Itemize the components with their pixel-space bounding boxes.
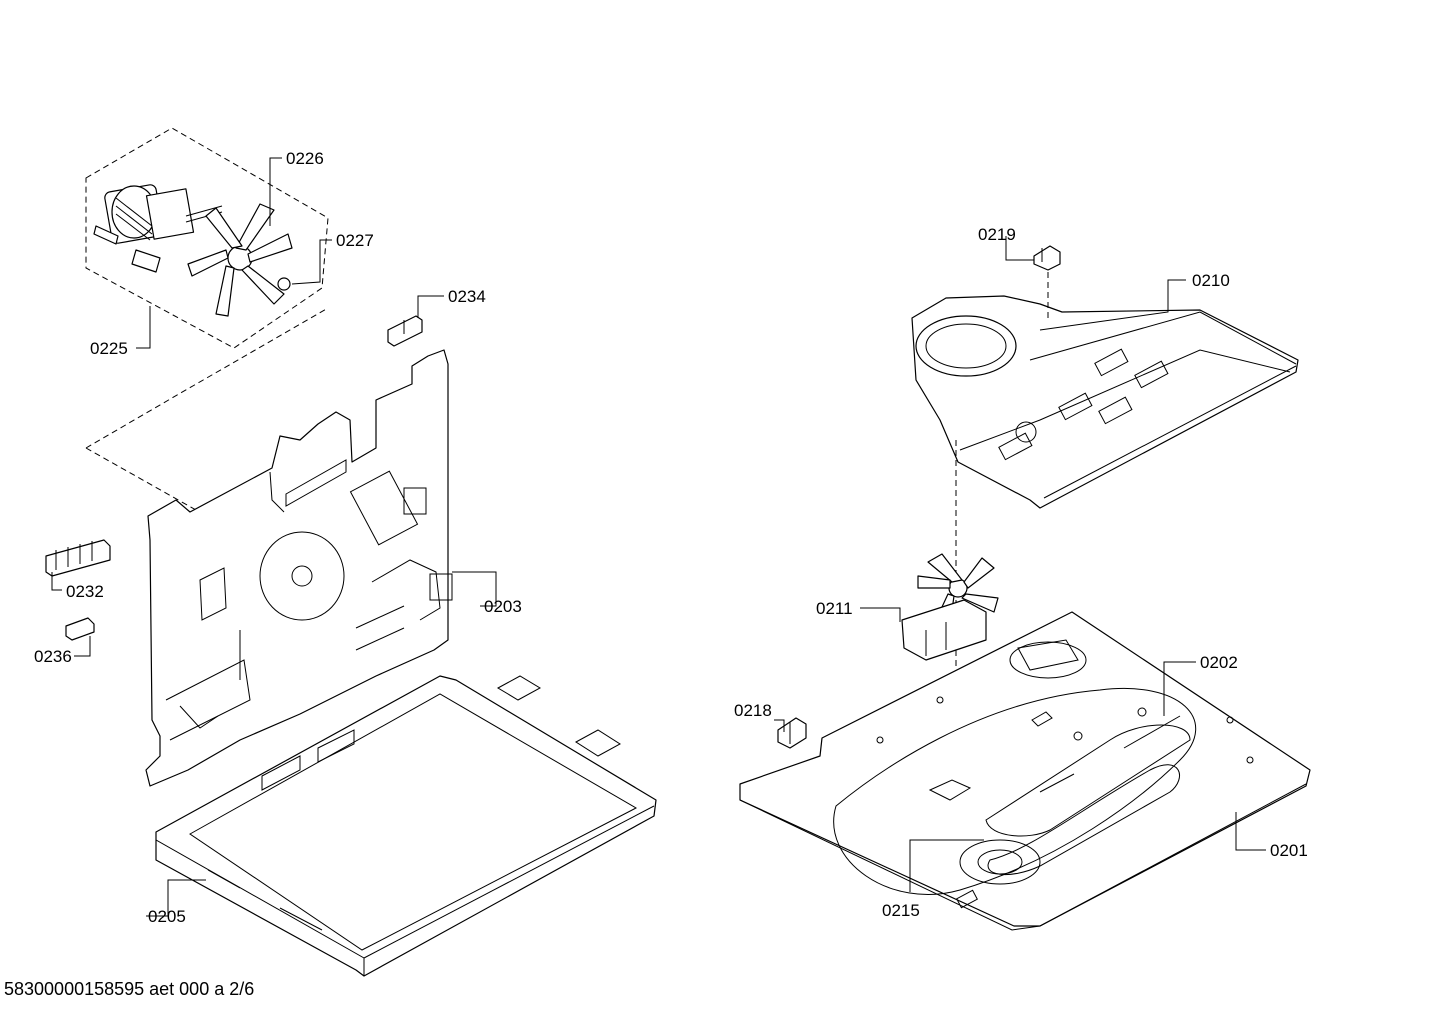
- callout-0234: 0234: [448, 287, 486, 306]
- callout-0225: 0225: [90, 339, 128, 358]
- part-0218: [777, 717, 807, 749]
- fan-wheel-part: [187, 203, 293, 317]
- leader-lines: [51, 157, 1266, 917]
- base-tray-part: [155, 675, 657, 977]
- callout-0232: 0232: [66, 582, 104, 601]
- base-plate-part: [739, 611, 1311, 931]
- callout-0201: 0201: [1270, 841, 1308, 860]
- document-id-footer: 58300000158595 aet 000 a 2/6: [4, 979, 255, 999]
- part-0232-connector-strip: [45, 539, 111, 577]
- fan-motor-assembly-group: [85, 127, 329, 349]
- callout-0211: 0211: [816, 599, 853, 618]
- callout-0203: 0203: [484, 597, 522, 616]
- part-0234: [387, 315, 423, 347]
- fan-motor-part: [93, 184, 223, 273]
- projection-line: [85, 307, 329, 449]
- callout-0219: 0219: [978, 225, 1016, 244]
- callout-0226: 0226: [286, 149, 324, 168]
- callout-0205: 0205: [148, 907, 186, 926]
- callout-0202: 0202: [1200, 653, 1238, 672]
- callout-0227: 0227: [336, 231, 374, 250]
- part-0236: [65, 617, 95, 641]
- callout-0218: 0218: [734, 701, 772, 720]
- fan-motor-0211-part: [901, 553, 999, 661]
- part-0219: [1033, 245, 1061, 271]
- rear-wall-part: [145, 349, 453, 787]
- callout-0236: 0236: [34, 647, 72, 666]
- fan-nut-part: [277, 277, 291, 291]
- fan-housing-part: [911, 295, 1299, 509]
- callout-0210: 0210: [1192, 271, 1230, 290]
- callout-0215: 0215: [882, 901, 920, 920]
